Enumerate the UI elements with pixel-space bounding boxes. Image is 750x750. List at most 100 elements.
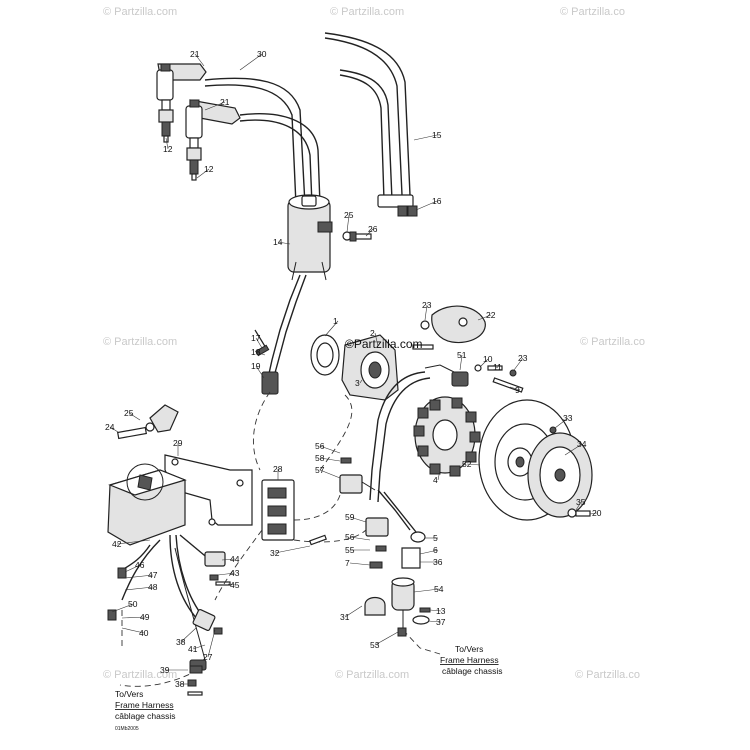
callout-11: 11 (493, 362, 502, 372)
coil-plug-wires (204, 77, 321, 206)
bracket-plate-top (149, 404, 179, 433)
callout-2: 2 (370, 328, 375, 338)
callout-14: 14 (273, 237, 283, 247)
stator-connectors (339, 457, 389, 569)
clip-32 (364, 596, 386, 616)
hardware-37-39-38 (187, 665, 203, 696)
callout-19: 19 (251, 361, 261, 371)
note-left-line2: Frame Harness (115, 700, 174, 710)
callout-57: 57 (315, 465, 325, 475)
callout-leader-11 (495, 366, 499, 369)
connector-31 (397, 627, 407, 637)
callout-leader-22 (477, 314, 492, 321)
callout-leader-47 (124, 574, 154, 579)
frame-harness-note-right: To/Vers Frame Harness câblage chassis (440, 644, 502, 676)
callout-leader-51 (459, 354, 463, 371)
callout-16: 16 (432, 196, 442, 206)
callout-leader-26 (365, 228, 374, 237)
note-left-line1: To/Vers (115, 689, 143, 699)
callout-leader-23 (513, 357, 524, 371)
dash-bracket-to-module (214, 529, 263, 601)
callout-25: 25 (344, 210, 354, 220)
watermarks: © Partzilla.com © Partzilla.com © Partzi… (103, 6, 645, 681)
callout-21: 21 (190, 49, 200, 59)
callout-36: 36 (433, 557, 443, 567)
callout-1: 1 (333, 316, 338, 326)
callout-53: 53 (370, 640, 380, 650)
callout-56: 56 (345, 532, 355, 542)
callout-leader-21 (204, 101, 226, 111)
callout-leader-25 (346, 214, 350, 233)
callout-41: 41 (188, 644, 198, 654)
regulator-53 (391, 577, 415, 630)
spark-plug-cap-lower (185, 99, 241, 139)
callout-26: 26 (368, 224, 378, 234)
callout-7: 7 (345, 558, 350, 568)
callout-leader-3 (359, 379, 363, 384)
callout-31: 31 (340, 612, 350, 622)
dash-bracket-to-connector-2 (293, 529, 367, 543)
watermark-bottom-center: © Partzilla.com (335, 669, 409, 681)
callout-leader-42 (116, 539, 151, 545)
callout-leader-1 (324, 320, 339, 337)
watermark-bottom-right: © Partzilla.co (575, 669, 640, 681)
note-left-line3: câblage chassis (115, 711, 175, 721)
hardware-54-13 (412, 607, 431, 625)
harness-connectors-5-6-7 (401, 531, 426, 569)
callout-leader-57 (319, 469, 341, 479)
callout-58: 58 (315, 453, 325, 463)
callout-leader-23 (424, 304, 428, 321)
callout-34: 34 (577, 439, 587, 449)
callout-leader-20 (589, 512, 598, 515)
callout-52: 52 (462, 459, 472, 469)
callout-18: 18 (251, 347, 261, 357)
dash-to-frame-harness-left (119, 669, 199, 687)
callout-leader-31 (344, 605, 363, 618)
callout-38: 38 (176, 637, 186, 647)
callout-leader-7 (349, 562, 371, 566)
callout-12: 12 (163, 144, 173, 154)
pin-27 (309, 534, 327, 546)
callout-leader-21 (194, 53, 205, 67)
callout-13: 13 (436, 606, 446, 616)
spark-plug-upper (158, 99, 174, 143)
callout-leader-15 (413, 134, 438, 141)
callout-39: 39 (160, 665, 170, 675)
callout-23: 23 (518, 353, 528, 363)
watermark-bottom-left: © Partzilla.com (103, 669, 177, 681)
callout-leader-10 (479, 358, 489, 368)
callout-47: 47 (148, 570, 158, 580)
callout-leader-40 (121, 627, 145, 634)
note-right-line3: câblage chassis (442, 666, 502, 676)
callout-leader-41 (192, 644, 206, 650)
center-watermark-stamp: ©Partzilla.com (345, 337, 423, 351)
callout-40: 40 (139, 628, 149, 638)
callout-23: 23 (422, 300, 432, 310)
callout-37: 37 (436, 617, 446, 627)
callout-48: 48 (148, 582, 158, 592)
callout-49: 49 (140, 612, 150, 622)
callout-leader-18 (255, 351, 266, 356)
note-right-line2: Frame Harness (440, 655, 499, 665)
callout-leader-44 (221, 558, 236, 561)
callout-35: 35 (576, 497, 586, 507)
callout-leader-30 (239, 53, 263, 71)
stator-4 (413, 396, 481, 477)
callout-46: 46 (135, 560, 145, 570)
callout-51: 51 (457, 350, 467, 360)
callout-43: 43 (230, 568, 240, 578)
callout-20: 20 (592, 508, 602, 518)
callout-leader-46 (124, 564, 141, 573)
callout-leader-25 (128, 412, 141, 421)
callout-leader-16 (415, 200, 438, 211)
callout-leader-34 (564, 443, 583, 456)
module-harness (107, 534, 231, 671)
gasket-1 (310, 334, 340, 376)
ignition-coil (287, 194, 333, 281)
callout-54: 54 (434, 584, 444, 594)
callout-33: 33 (563, 413, 573, 423)
spark-plug-lower (186, 137, 202, 181)
callout-leader-49 (121, 616, 146, 619)
